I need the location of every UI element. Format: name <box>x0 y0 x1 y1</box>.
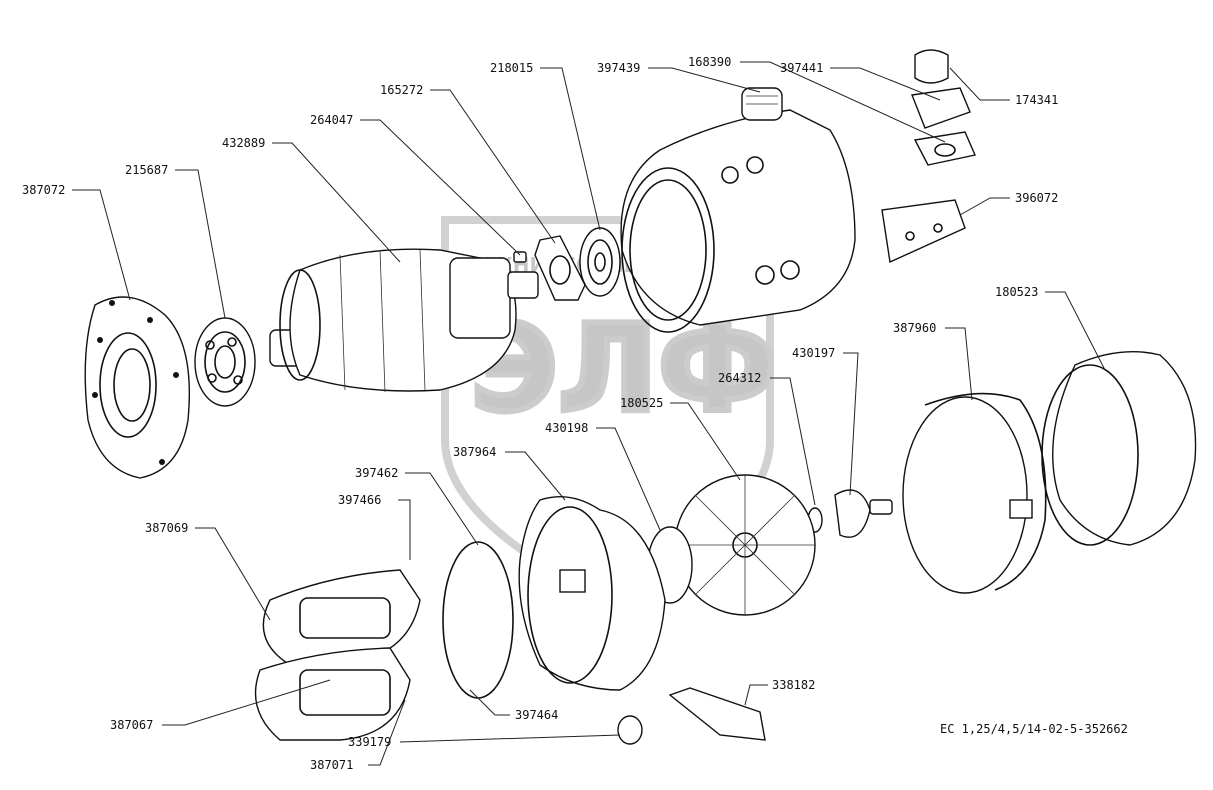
callout-397441: 397441 <box>780 61 823 75</box>
plug-397439 <box>741 87 783 121</box>
callout-180525: 180525 <box>620 396 663 410</box>
end-shield-387964 <box>518 495 666 691</box>
callout-430197: 430197 <box>792 346 835 360</box>
callout-387964: 387964 <box>453 445 496 459</box>
callout-387072: 387072 <box>22 183 65 197</box>
end-flange-387072 <box>84 296 191 479</box>
callout-430198: 430198 <box>545 421 588 435</box>
callout-215687: 215687 <box>125 163 168 177</box>
callout-264312: 264312 <box>718 371 761 385</box>
callout-218015: 218015 <box>490 61 533 75</box>
callout-396072: 396072 <box>1015 191 1058 205</box>
callout-432889: 432889 <box>222 136 265 150</box>
callout-labels: 387072 215687 432889 264047 165272 21801… <box>22 55 1058 772</box>
field-coils <box>254 569 421 741</box>
spring-339179 <box>617 715 643 745</box>
terminal-block-397441 <box>911 87 971 129</box>
callout-174341: 174341 <box>1015 93 1058 107</box>
leader-lines <box>72 61 1106 766</box>
gasket-168390 <box>913 131 976 166</box>
callout-387069: 387069 <box>145 521 188 535</box>
bearing-215687 <box>194 317 256 407</box>
pin-264047 <box>513 251 527 263</box>
watermark-logo: ЭЛФ <box>470 300 777 439</box>
plate-165272 <box>534 235 586 301</box>
ring-397462 <box>442 541 514 699</box>
band-387960 <box>902 392 1047 594</box>
callout-165272: 165272 <box>380 83 423 97</box>
rotor-432889 <box>269 248 539 393</box>
bearing-218015 <box>579 227 621 297</box>
callout-339179: 339179 <box>348 735 391 749</box>
callout-387071: 387071 <box>310 758 353 772</box>
model-code: EC 1,25/4,5/14-02-5-352662 <box>940 722 1128 736</box>
callout-397466: 397466 <box>338 493 381 507</box>
callout-387960: 387960 <box>893 321 936 335</box>
callout-397439: 397439 <box>597 61 640 75</box>
washer-430197 <box>834 489 871 538</box>
stator-housing <box>620 109 856 333</box>
bolt <box>869 499 893 515</box>
cap-174341 <box>914 49 949 84</box>
brush-338182 <box>668 687 766 741</box>
watermark: ТЕХНИЧЕСКИЕ ЗАПЧАСТИ ЭЛФ <box>441 216 780 605</box>
callout-397462: 397462 <box>355 466 398 480</box>
callout-338182: 338182 <box>772 678 815 692</box>
callout-180523: 180523 <box>995 285 1038 299</box>
callout-168390: 168390 <box>688 55 731 69</box>
grille-cover-180523 <box>1041 351 1197 546</box>
fan-180525 <box>674 474 816 616</box>
callout-387067: 387067 <box>110 718 153 732</box>
callout-397464: 397464 <box>515 708 558 722</box>
bracket-396072 <box>881 199 966 264</box>
callout-264047: 264047 <box>310 113 353 127</box>
